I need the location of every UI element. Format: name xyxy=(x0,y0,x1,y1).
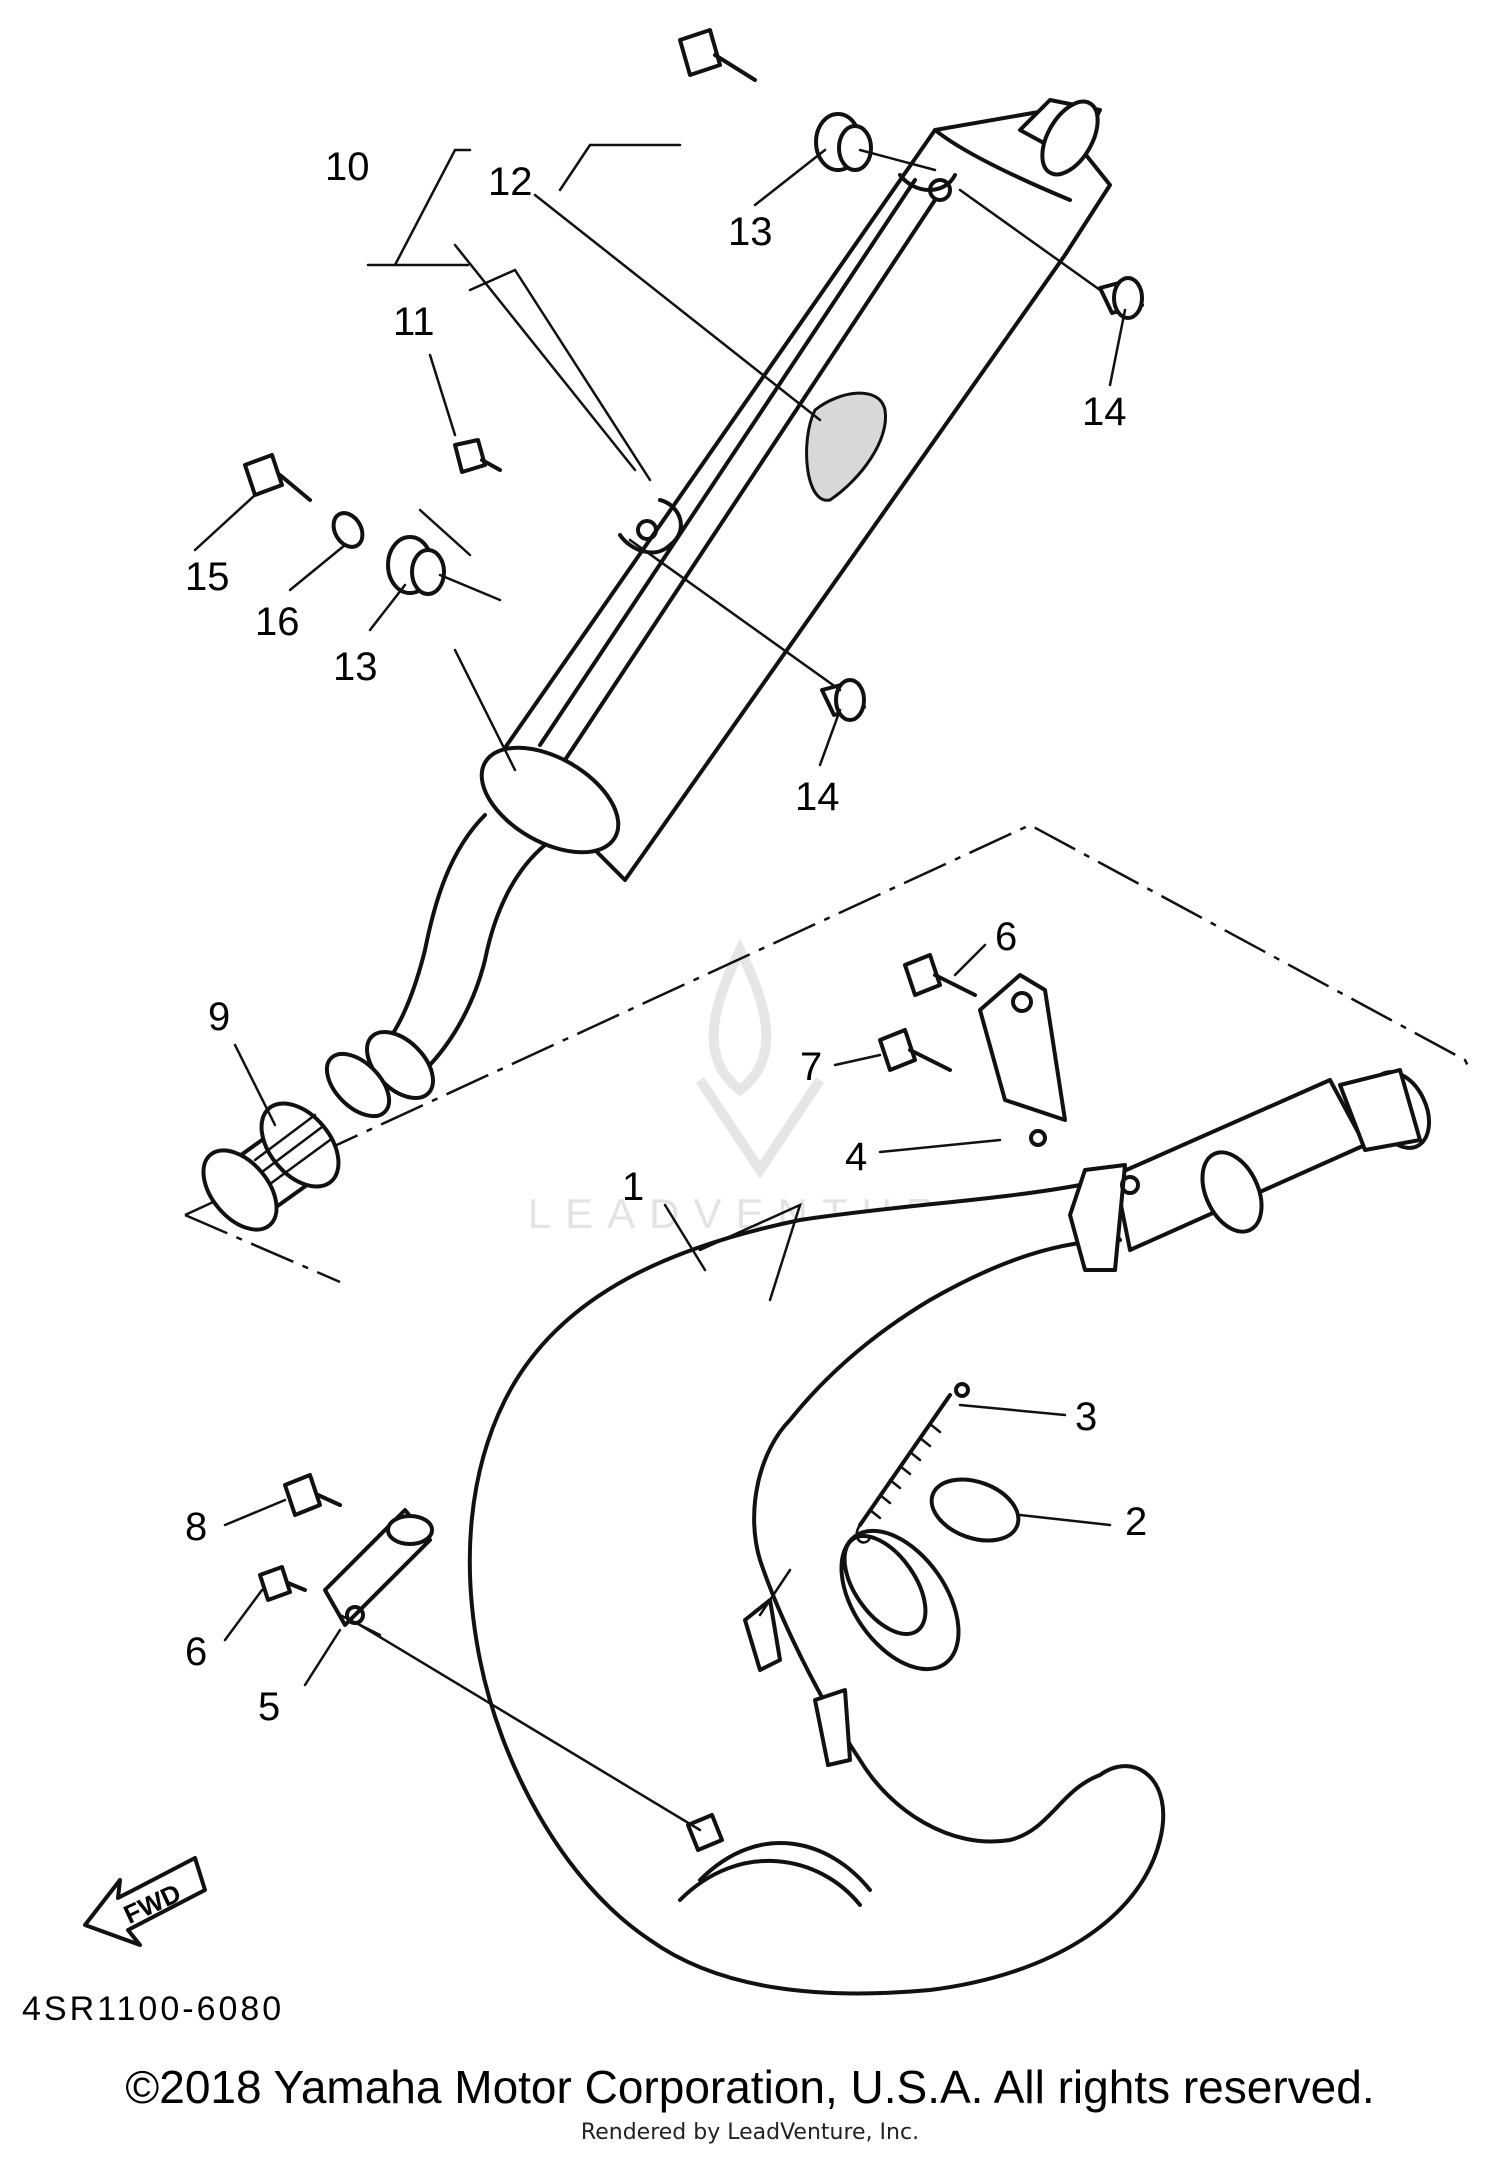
exhaust-pipe-chamber xyxy=(467,1068,1432,1996)
rendered-by-notice: Rendered by LeadVenture, Inc. xyxy=(580,2120,920,2145)
bolt-7 xyxy=(878,1028,952,1072)
collar-14-upper xyxy=(1098,276,1144,320)
callout-14-lower: 14 xyxy=(795,775,840,819)
callout-13-lower: 13 xyxy=(333,645,378,689)
grommet-13-lower xyxy=(386,535,446,596)
bolt-15 xyxy=(243,453,312,502)
watermark-logo-icon xyxy=(695,938,825,1180)
callout-6-upper: 6 xyxy=(995,915,1017,959)
callout-8: 8 xyxy=(185,1505,207,1549)
grommet-13-upper xyxy=(814,112,873,172)
collar-14-lower xyxy=(820,678,866,722)
callout-leaders xyxy=(193,148,1127,1687)
bolt-11 xyxy=(453,438,502,474)
bolt-8 xyxy=(283,1473,342,1517)
nut xyxy=(686,1813,724,1852)
callout-16: 16 xyxy=(255,600,300,644)
callout-1: 1 xyxy=(622,1165,644,1209)
washer-16 xyxy=(331,511,365,549)
silencer-assembly xyxy=(324,98,1112,1119)
bolt-top xyxy=(678,28,757,82)
assembly-outline-lower xyxy=(184,1213,341,1284)
gasket-9 xyxy=(201,1101,341,1232)
bracket-4 xyxy=(978,973,1067,1147)
callout-6-lower: 6 xyxy=(185,1630,207,1674)
callout-15: 15 xyxy=(185,555,230,599)
callout-4: 4 xyxy=(845,1135,867,1179)
callout-12: 12 xyxy=(488,160,533,204)
o-ring-2 xyxy=(929,1477,1021,1543)
callout-3: 3 xyxy=(1075,1395,1097,1439)
copyright-notice: ©2018 Yamaha Motor Corporation, U.S.A. A… xyxy=(125,2061,1375,2113)
leader-lines xyxy=(338,143,1102,1832)
callout-13-upper: 13 xyxy=(728,210,773,254)
callout-9: 9 xyxy=(208,995,230,1039)
assembly-outline xyxy=(184,823,1472,1217)
part-diagram-code: 4SR1100-6080 xyxy=(22,1990,285,2028)
callout-5: 5 xyxy=(258,1685,280,1729)
bolt-6-upper xyxy=(903,953,977,997)
bracket-5 xyxy=(323,1508,434,1627)
callout-labels: 1 2 3 4 5 6 6 7 8 9 10 11 12 13 13 14 14… xyxy=(185,145,1147,1729)
forward-arrow-icon: FWD xyxy=(83,1856,207,1947)
callout-7: 7 xyxy=(800,1045,822,1089)
callout-14-upper: 14 xyxy=(1082,390,1127,434)
callout-2: 2 xyxy=(1125,1500,1147,1544)
callout-10: 10 xyxy=(325,145,370,189)
bolt-6-lower xyxy=(258,1565,307,1602)
callout-11: 11 xyxy=(393,300,435,344)
